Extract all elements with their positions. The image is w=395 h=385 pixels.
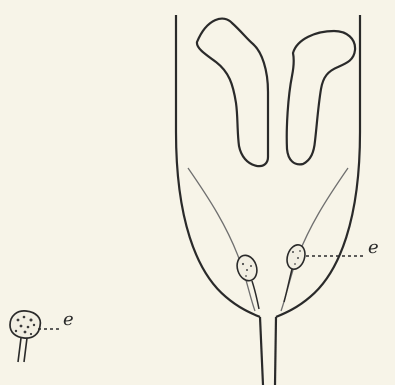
left-marker-label: e <box>63 311 74 329</box>
detached-pollen-grain <box>10 311 40 362</box>
ovule-right-stalk <box>284 269 292 302</box>
left-stigma-lobe <box>197 19 268 167</box>
ovary-right-wall <box>276 15 360 317</box>
stalk-left-edge <box>260 317 263 385</box>
stalk-right-edge <box>275 317 276 385</box>
ovule-right <box>284 242 308 271</box>
right-stigma-lobe <box>287 31 355 164</box>
inner-lining-right <box>281 168 348 311</box>
inner-lining-left <box>188 168 255 311</box>
right-marker-label: e <box>368 239 379 257</box>
